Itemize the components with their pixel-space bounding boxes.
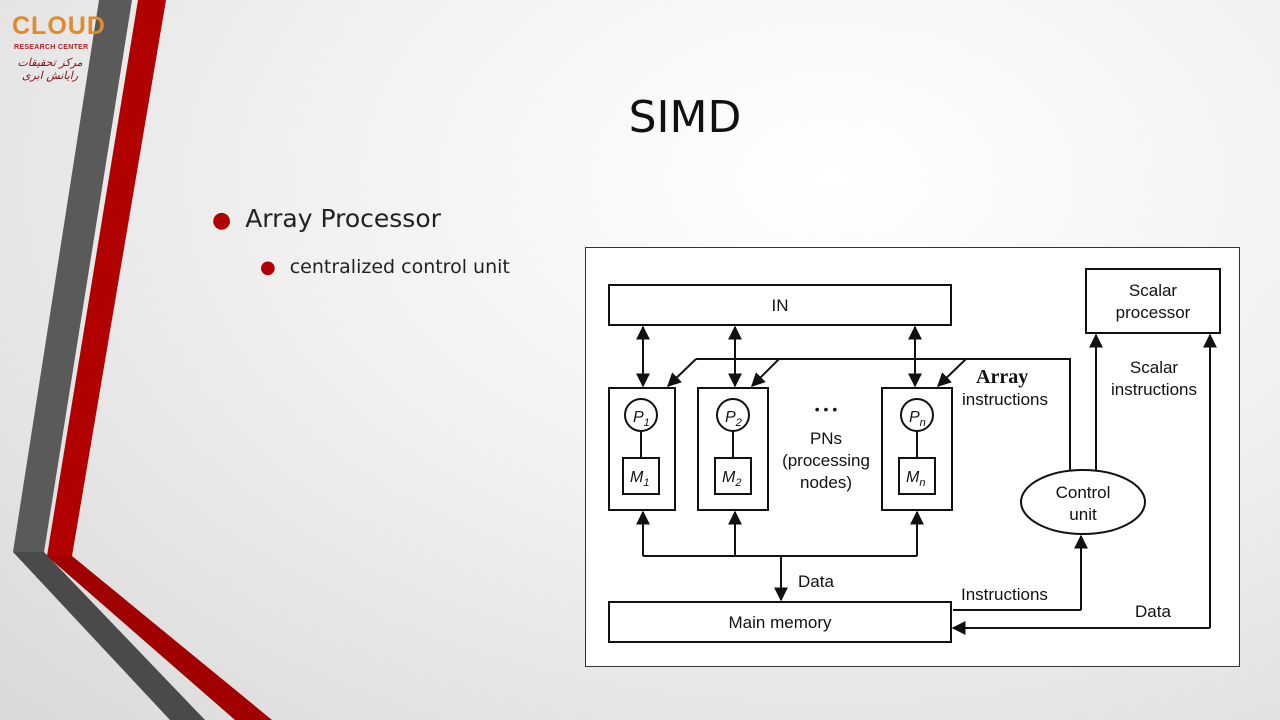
main-memory-label: Main memory bbox=[729, 613, 832, 632]
control-unit-label-1: Control bbox=[1056, 483, 1111, 502]
pns-label-2: (processing bbox=[782, 451, 870, 470]
simd-diagram-svg: IN Scalar processor Scalar instructions … bbox=[608, 268, 1221, 643]
gray-stripe-lower bbox=[13, 552, 205, 720]
pns-label-3: nodes) bbox=[800, 473, 852, 492]
cloud-research-center-logo: CLOUD RESEARCH CENTER مرکز تحقیقات رایان… bbox=[8, 8, 105, 82]
gray-stripe-upper bbox=[13, 0, 132, 552]
in-box bbox=[608, 284, 952, 326]
slide-title: SIMD bbox=[628, 92, 742, 143]
scalar-processor-label-1: Scalar bbox=[1129, 281, 1178, 300]
processor-label-2: P2 bbox=[725, 409, 742, 429]
bullet-text: centralized control unit bbox=[289, 256, 510, 278]
memory-box-1 bbox=[622, 457, 660, 495]
in-label: IN bbox=[772, 296, 789, 315]
pn-box-1 bbox=[608, 387, 676, 511]
array-instructions-label-2: instructions bbox=[962, 390, 1048, 409]
memory-box-n bbox=[898, 457, 936, 495]
scalar-processor-label-2: processor bbox=[1116, 303, 1191, 322]
processor-label-n: Pn bbox=[909, 409, 926, 429]
pn-box-2 bbox=[697, 387, 769, 511]
array-instructions-label-1: Array bbox=[976, 366, 1028, 388]
pns-label-1: PNs bbox=[810, 429, 842, 448]
main-memory-box bbox=[608, 601, 952, 643]
bullet-level2: ● centralized control unit bbox=[260, 256, 510, 278]
memory-label-2: M2 bbox=[722, 469, 741, 489]
bullet-dot: ● bbox=[212, 208, 232, 233]
logo-subtitle: RESEARCH CENTER bbox=[14, 44, 89, 51]
ellipsis-label: • • • bbox=[815, 401, 838, 417]
scalar-instructions-label-1: Scalar bbox=[1130, 358, 1179, 377]
red-stripe-lower bbox=[47, 556, 272, 720]
data-label-left: Data bbox=[798, 572, 834, 591]
control-unit-label-2: unit bbox=[1069, 505, 1097, 524]
bullet-level1: ● Array Processor bbox=[212, 204, 441, 233]
data-label-right: Data bbox=[1135, 602, 1171, 621]
logo-wordmark: CLOUD bbox=[12, 12, 106, 40]
scalar-instructions-label-2: instructions bbox=[1111, 380, 1197, 399]
scalar-processor-box bbox=[1085, 268, 1221, 334]
red-stripe-upper bbox=[47, 0, 166, 556]
memory-box-2 bbox=[714, 457, 752, 495]
memory-label-n: Mn bbox=[906, 469, 925, 489]
memory-label-1: M1 bbox=[630, 469, 649, 489]
processor-label-1: P1 bbox=[633, 409, 650, 429]
simd-diagram: IN Scalar processor Scalar instructions … bbox=[585, 247, 1240, 667]
bullet-text: Array Processor bbox=[245, 204, 441, 233]
logo-persian-text: مرکز تحقیقات رایانش ابری bbox=[17, 56, 83, 82]
instructions-label: Instructions bbox=[961, 585, 1048, 604]
pn-box-n bbox=[881, 387, 953, 511]
bullet-dot: ● bbox=[260, 257, 276, 278]
control-unit-ellipse bbox=[1020, 469, 1146, 535]
